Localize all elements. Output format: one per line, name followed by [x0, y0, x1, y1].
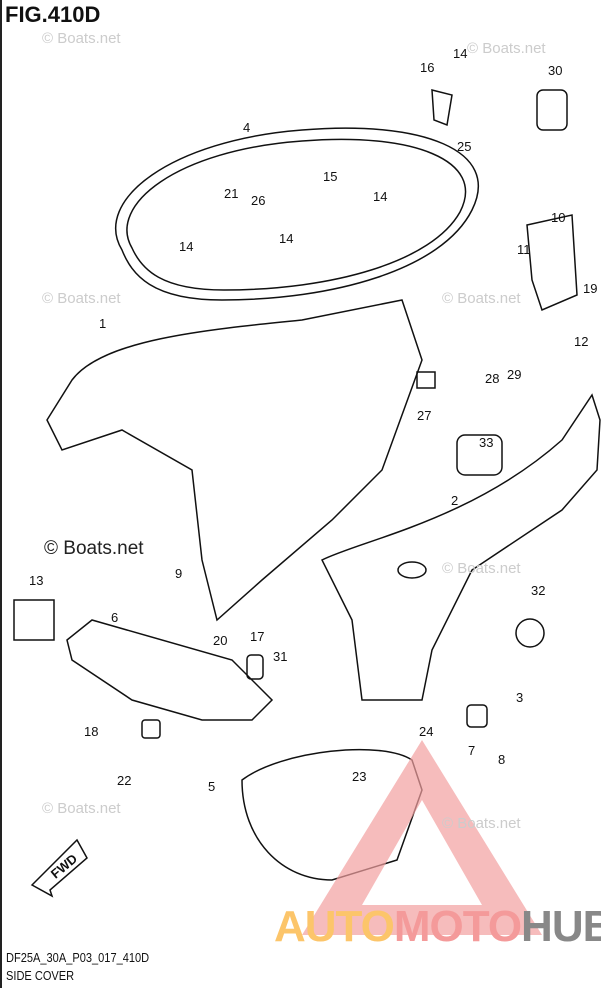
logo-part: AUTO	[274, 902, 395, 951]
callout: 20	[213, 633, 227, 648]
watermark: © Boats.net	[42, 800, 121, 817]
callout: 15	[323, 169, 337, 184]
watermark: © Boats.net	[467, 40, 546, 57]
callout: 3	[516, 690, 523, 705]
callout: 21	[224, 186, 238, 201]
callout: 19	[583, 281, 597, 296]
callout: 18	[84, 724, 98, 739]
callout: 25	[457, 139, 471, 154]
section-name: SIDE COVER	[6, 968, 75, 983]
seal-ring-4	[115, 127, 479, 301]
callout: 33	[479, 435, 493, 450]
callout: 1	[99, 316, 106, 331]
logo-triangle	[302, 740, 542, 935]
callout: 2	[451, 493, 458, 508]
callout: 14	[453, 46, 467, 61]
callout: 14	[373, 189, 387, 204]
logo-part: HUB	[521, 902, 601, 951]
callout: 9	[175, 566, 182, 581]
callout: 7	[468, 743, 475, 758]
callout: 16	[420, 60, 434, 75]
callouts: 14 16 30 25 4 21 26 15 14 14 14 10 11 19…	[29, 46, 597, 794]
logo-part: MOTO	[393, 902, 522, 951]
watermark: © Boats.net	[442, 560, 521, 577]
callout: 28	[485, 371, 499, 386]
callout: 27	[417, 408, 431, 423]
callout: 8	[498, 752, 505, 767]
watermark: © Boats.net	[42, 290, 121, 307]
side-cover-2	[320, 393, 601, 701]
callout: 23	[352, 769, 366, 784]
callout: 12	[574, 334, 588, 349]
watermark: © Boats.net	[44, 538, 144, 559]
watermark: © Boats.net	[442, 815, 521, 832]
callout: 29	[507, 367, 521, 382]
callout: 14	[179, 239, 193, 254]
callout: 17	[250, 629, 264, 644]
callout: 11	[517, 242, 531, 257]
callout: 10	[551, 210, 565, 225]
holder-6	[66, 619, 274, 721]
callout: 30	[548, 63, 562, 78]
side-cover-1	[46, 299, 423, 622]
drawing-code: DF25A_30A_P03_017_410D	[6, 950, 150, 965]
callout: 32	[531, 583, 545, 598]
callout: 14	[279, 231, 293, 246]
callout: 24	[419, 724, 433, 739]
callout: 5	[208, 779, 215, 794]
watermark: © Boats.net	[442, 290, 521, 307]
figure-title: FIG.410D	[5, 2, 101, 27]
callout: 31	[273, 649, 287, 664]
fwd-arrow-icon: FWD	[30, 838, 88, 898]
callout: 6	[111, 610, 118, 625]
callout: 13	[29, 573, 43, 588]
callout: 22	[117, 773, 131, 788]
callout: 4	[243, 120, 250, 135]
callout: 26	[251, 193, 265, 208]
watermark: © Boats.net	[42, 30, 121, 47]
automotohub-logo: AUTOMOTOHUB	[274, 902, 601, 952]
